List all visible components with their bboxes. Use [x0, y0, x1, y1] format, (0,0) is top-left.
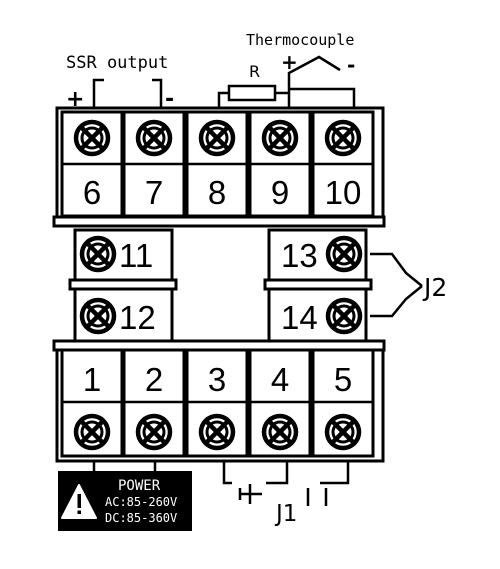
- resistor-symbol: [227, 84, 277, 102]
- screw-terminal-icon[interactable]: [76, 122, 108, 154]
- j2-label: J2: [422, 273, 447, 302]
- terminal-number-2: 2: [145, 361, 163, 398]
- terminal-number-8: 8: [208, 174, 226, 211]
- thermocouple-minus-wire: [289, 87, 356, 108]
- thermocouple-label: Thermocouple: [246, 31, 354, 49]
- terminal-number-1: 1: [83, 361, 101, 398]
- terminal-block-top-rail: [52, 215, 386, 228]
- j1-wire-5: [320, 461, 350, 485]
- screw-terminal-icon[interactable]: [328, 300, 360, 332]
- thermocouple-wiring: Thermocouple R + -: [217, 31, 356, 108]
- ssr-plus-sign: +: [66, 87, 84, 112]
- screw-terminal-icon[interactable]: [82, 238, 114, 270]
- terminal-cell: 8: [185, 110, 249, 218]
- terminal-cell: 1: [60, 348, 124, 458]
- ssr-minus-sign: -: [165, 87, 174, 112]
- j2-jumper: J2: [370, 252, 447, 318]
- j1-wire-4: [266, 461, 289, 485]
- screw-terminal-icon[interactable]: [264, 416, 296, 448]
- terminal-cell: 2: [122, 348, 186, 458]
- screw-terminal-icon[interactable]: [76, 416, 108, 448]
- middle-right-divider: [263, 278, 373, 291]
- screw-terminal-icon[interactable]: [201, 122, 233, 154]
- terminal-number-12: 12: [119, 299, 156, 336]
- screw-terminal-icon[interactable]: [327, 122, 359, 154]
- j1-jumper: J1: [222, 461, 350, 527]
- ssr-minus-wire: [152, 78, 163, 108]
- ssr-plus-wire: [92, 78, 104, 108]
- middle-left-divider: [68, 278, 178, 291]
- terminal-number-13: 13: [281, 237, 318, 274]
- resistor-wire-left: [217, 91, 229, 108]
- j1-label: J1: [274, 501, 297, 527]
- thermocouple-plus-sign: +: [281, 50, 298, 74]
- screw-terminal-icon[interactable]: [328, 238, 360, 270]
- terminal-block-middle-left: 11 12: [68, 228, 178, 344]
- terminal-cell: 9: [248, 110, 312, 218]
- terminal-number-10: 10: [325, 174, 362, 211]
- screw-terminal-icon[interactable]: [82, 300, 114, 332]
- warning-triangle-icon: [61, 484, 97, 519]
- j1-wire-3: [222, 461, 232, 485]
- power-dc-range: DC:85-360V: [105, 511, 177, 525]
- terminal-cell: 10: [311, 110, 375, 218]
- terminal-number-14: 14: [281, 299, 318, 336]
- screw-terminal-icon[interactable]: [201, 416, 233, 448]
- terminal-number-11: 11: [119, 237, 153, 274]
- screw-terminal-icon[interactable]: [138, 416, 170, 448]
- power-warning-label: POWER AC:85-260V DC:85-360V: [58, 461, 192, 531]
- terminal-block-top: 6 7 8 9 10: [52, 106, 386, 228]
- terminal-number-6: 6: [83, 174, 101, 211]
- ssr-output-wiring: SSR output + -: [66, 53, 174, 112]
- resistor-label: R: [249, 62, 260, 81]
- terminal-block-bottom: 1 2 3 4 5: [52, 339, 386, 463]
- screw-terminal-icon[interactable]: [264, 122, 296, 154]
- terminal-cell: 6: [60, 110, 124, 218]
- screw-terminal-icon[interactable]: [138, 122, 170, 154]
- terminal-cell: 7: [122, 110, 186, 218]
- screw-terminal-icon[interactable]: [327, 416, 359, 448]
- j2-wire-lower: [370, 285, 423, 318]
- ssr-output-label: SSR output: [66, 53, 168, 73]
- power-ac-range: AC:85-260V: [105, 495, 177, 509]
- power-title: POWER: [118, 478, 161, 494]
- terminal-cell: 5: [311, 348, 375, 458]
- terminal-cell: 4: [248, 348, 312, 458]
- terminal-number-3: 3: [208, 361, 226, 398]
- terminal-number-9: 9: [271, 174, 289, 211]
- terminal-number-4: 4: [271, 361, 289, 398]
- terminal-cell: 3: [185, 348, 249, 458]
- thermocouple-junction: [287, 55, 341, 108]
- thermocouple-minus-sign: -: [347, 53, 355, 77]
- terminal-number-7: 7: [145, 174, 163, 211]
- terminal-block-middle-right: 13 14: [263, 228, 373, 344]
- terminal-number-5: 5: [334, 361, 352, 398]
- j2-wire-upper: [370, 252, 423, 287]
